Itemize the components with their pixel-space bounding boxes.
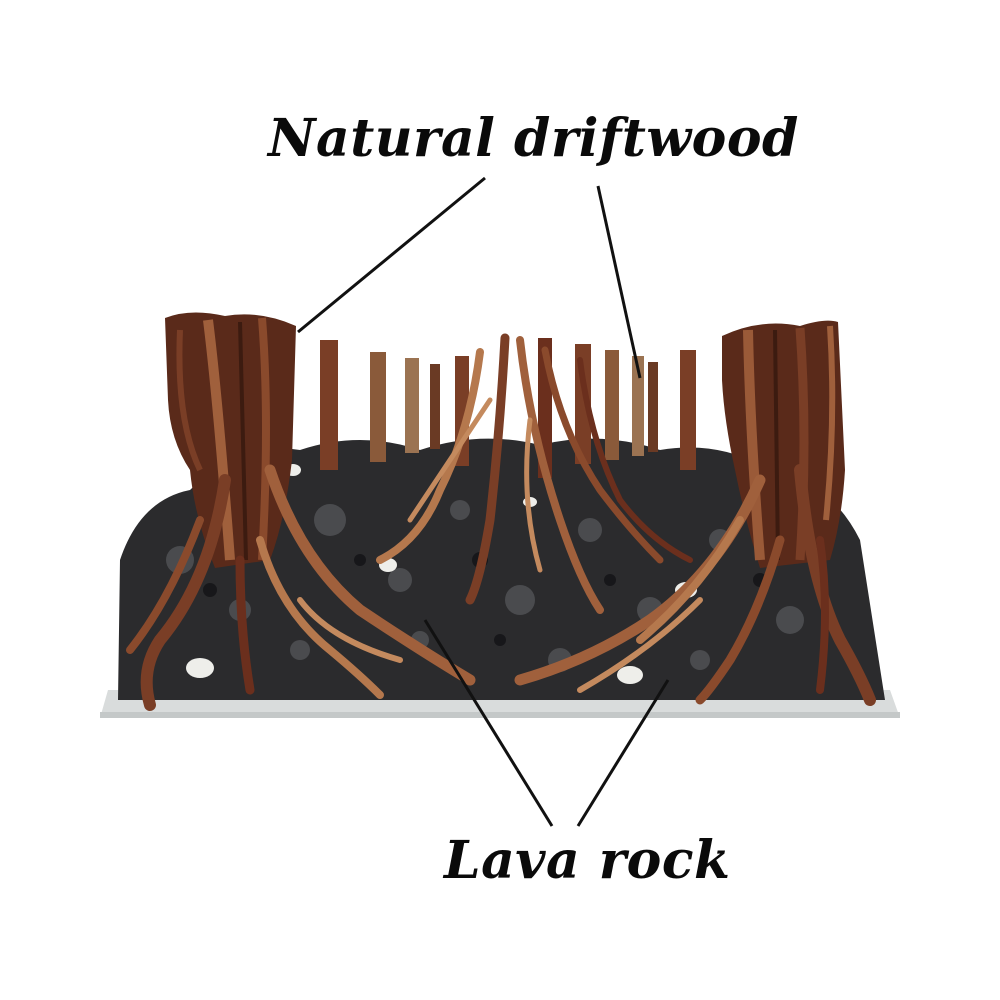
driftwood-right-roots bbox=[514, 464, 876, 706]
leader-line-lava-left bbox=[423, 619, 554, 827]
driftwood-left-roots bbox=[126, 464, 476, 711]
leader-line-driftwood-left bbox=[297, 176, 486, 334]
driftwood-center-roots bbox=[376, 333, 693, 614]
leader-lines bbox=[297, 176, 670, 827]
driftwood-left-stump bbox=[165, 312, 296, 568]
leader-line-driftwood-right bbox=[596, 185, 642, 379]
lava-rock-texture bbox=[166, 500, 804, 672]
base-board-edge bbox=[100, 712, 900, 718]
driftwood-callout-label: Natural driftwood bbox=[268, 108, 799, 169]
lava-rock-callout-label: Lava rock bbox=[444, 830, 731, 891]
leader-line-lava-right bbox=[576, 679, 670, 827]
